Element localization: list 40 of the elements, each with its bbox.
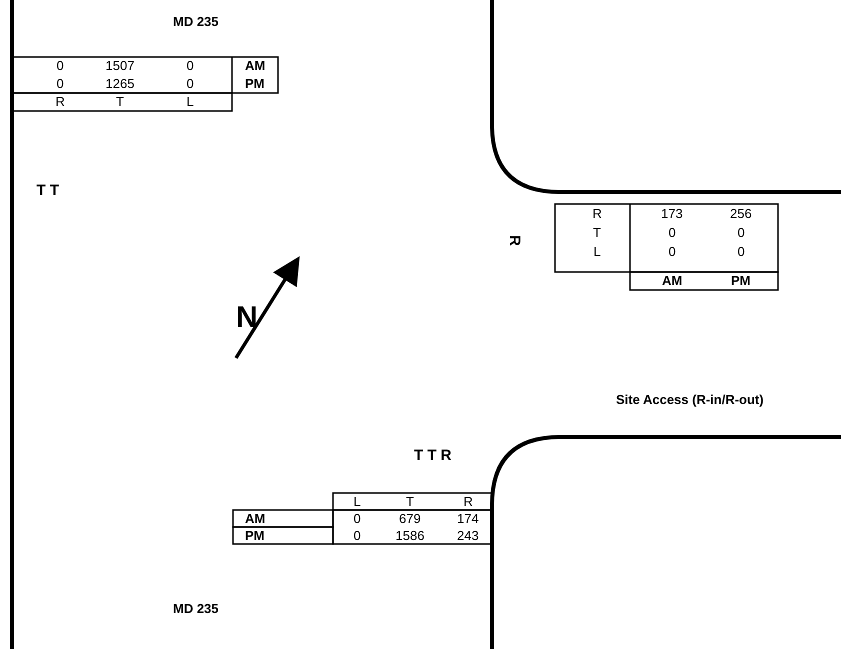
movement-label: T xyxy=(406,494,414,510)
period-label: AM xyxy=(245,58,266,74)
volume-value: 679 xyxy=(399,511,421,527)
volume-value: 0 xyxy=(668,244,676,260)
volume-value: 0 xyxy=(56,76,64,92)
volume-value: 0 xyxy=(354,528,361,544)
volume-value: 1265 xyxy=(106,76,134,92)
movement-label: L xyxy=(594,244,601,260)
volume-value: 0 xyxy=(668,225,676,241)
volume-value: 1507 xyxy=(106,58,134,74)
volume-value: 0 xyxy=(738,225,745,241)
movement-label: L xyxy=(186,94,194,110)
period-label: PM xyxy=(245,528,264,544)
volume-value: 0 xyxy=(354,511,361,527)
lane-marking: R xyxy=(504,234,524,246)
lane-markings: T T R xyxy=(414,446,452,464)
period-label: PM xyxy=(731,273,750,289)
period-label: AM xyxy=(662,273,682,289)
volume-value: 1586 xyxy=(396,528,424,544)
volume-value: 0 xyxy=(186,76,194,92)
movement-label: R xyxy=(592,206,602,222)
road-name: MD 235 xyxy=(173,601,219,617)
movement-label: R xyxy=(464,494,473,510)
north-label: N xyxy=(236,301,258,335)
movement-label: T xyxy=(116,94,124,110)
period-label: AM xyxy=(245,511,266,527)
volume-value: 0 xyxy=(186,58,194,74)
road-name: Site Access (R-in/R-out) xyxy=(616,392,764,408)
movement-label: L xyxy=(354,494,361,510)
volume-value: 256 xyxy=(730,206,752,222)
volume-value: 243 xyxy=(457,528,479,544)
movement-label: R xyxy=(56,94,65,110)
movement-label: T xyxy=(593,225,601,241)
volume-value: 0 xyxy=(738,244,745,260)
road-name: MD 235 xyxy=(173,14,219,30)
volume-value: 174 xyxy=(457,511,479,527)
volume-value: 0 xyxy=(56,58,64,74)
volume-value: 173 xyxy=(661,206,683,222)
lane-markings: T T xyxy=(36,180,59,200)
period-label: PM xyxy=(245,76,264,92)
